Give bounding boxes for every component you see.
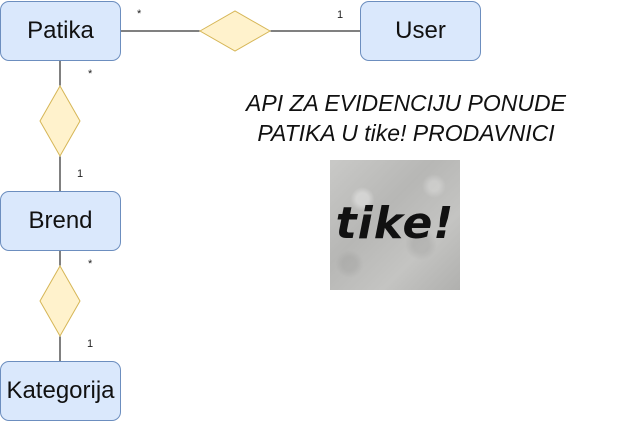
multiplicity-patika-brend-from: * (88, 68, 93, 80)
multiplicity-patika-user-from: * (137, 8, 142, 20)
relationship-patika-brend[interactable] (39, 84, 81, 158)
entity-brend[interactable]: Brend (0, 191, 121, 251)
diagram-title: API ZA EVIDENCIJU PONUDE PATIKA U tike! … (196, 88, 616, 148)
entity-user[interactable]: User (360, 1, 481, 61)
entity-kategorija[interactable]: Kategorija (0, 361, 121, 421)
tike-logo: tike! (330, 160, 460, 290)
tike-logo-text: tike! (335, 197, 455, 249)
diagram-title-line2: PATIKA U tike! PRODAVNICI (257, 120, 555, 146)
relationship-brend-kategorija[interactable] (39, 264, 81, 338)
multiplicity-brend-kategorija-to: 1 (87, 338, 94, 350)
diagram-title-line1: API ZA EVIDENCIJU PONUDE (246, 90, 566, 116)
multiplicity-brend-kategorija-from: * (88, 258, 93, 270)
multiplicity-patika-user-to: 1 (337, 9, 344, 21)
multiplicity-patika-brend-to: 1 (77, 168, 84, 180)
relationship-patika-user[interactable] (198, 10, 272, 52)
entity-patika[interactable]: Patika (0, 1, 121, 61)
